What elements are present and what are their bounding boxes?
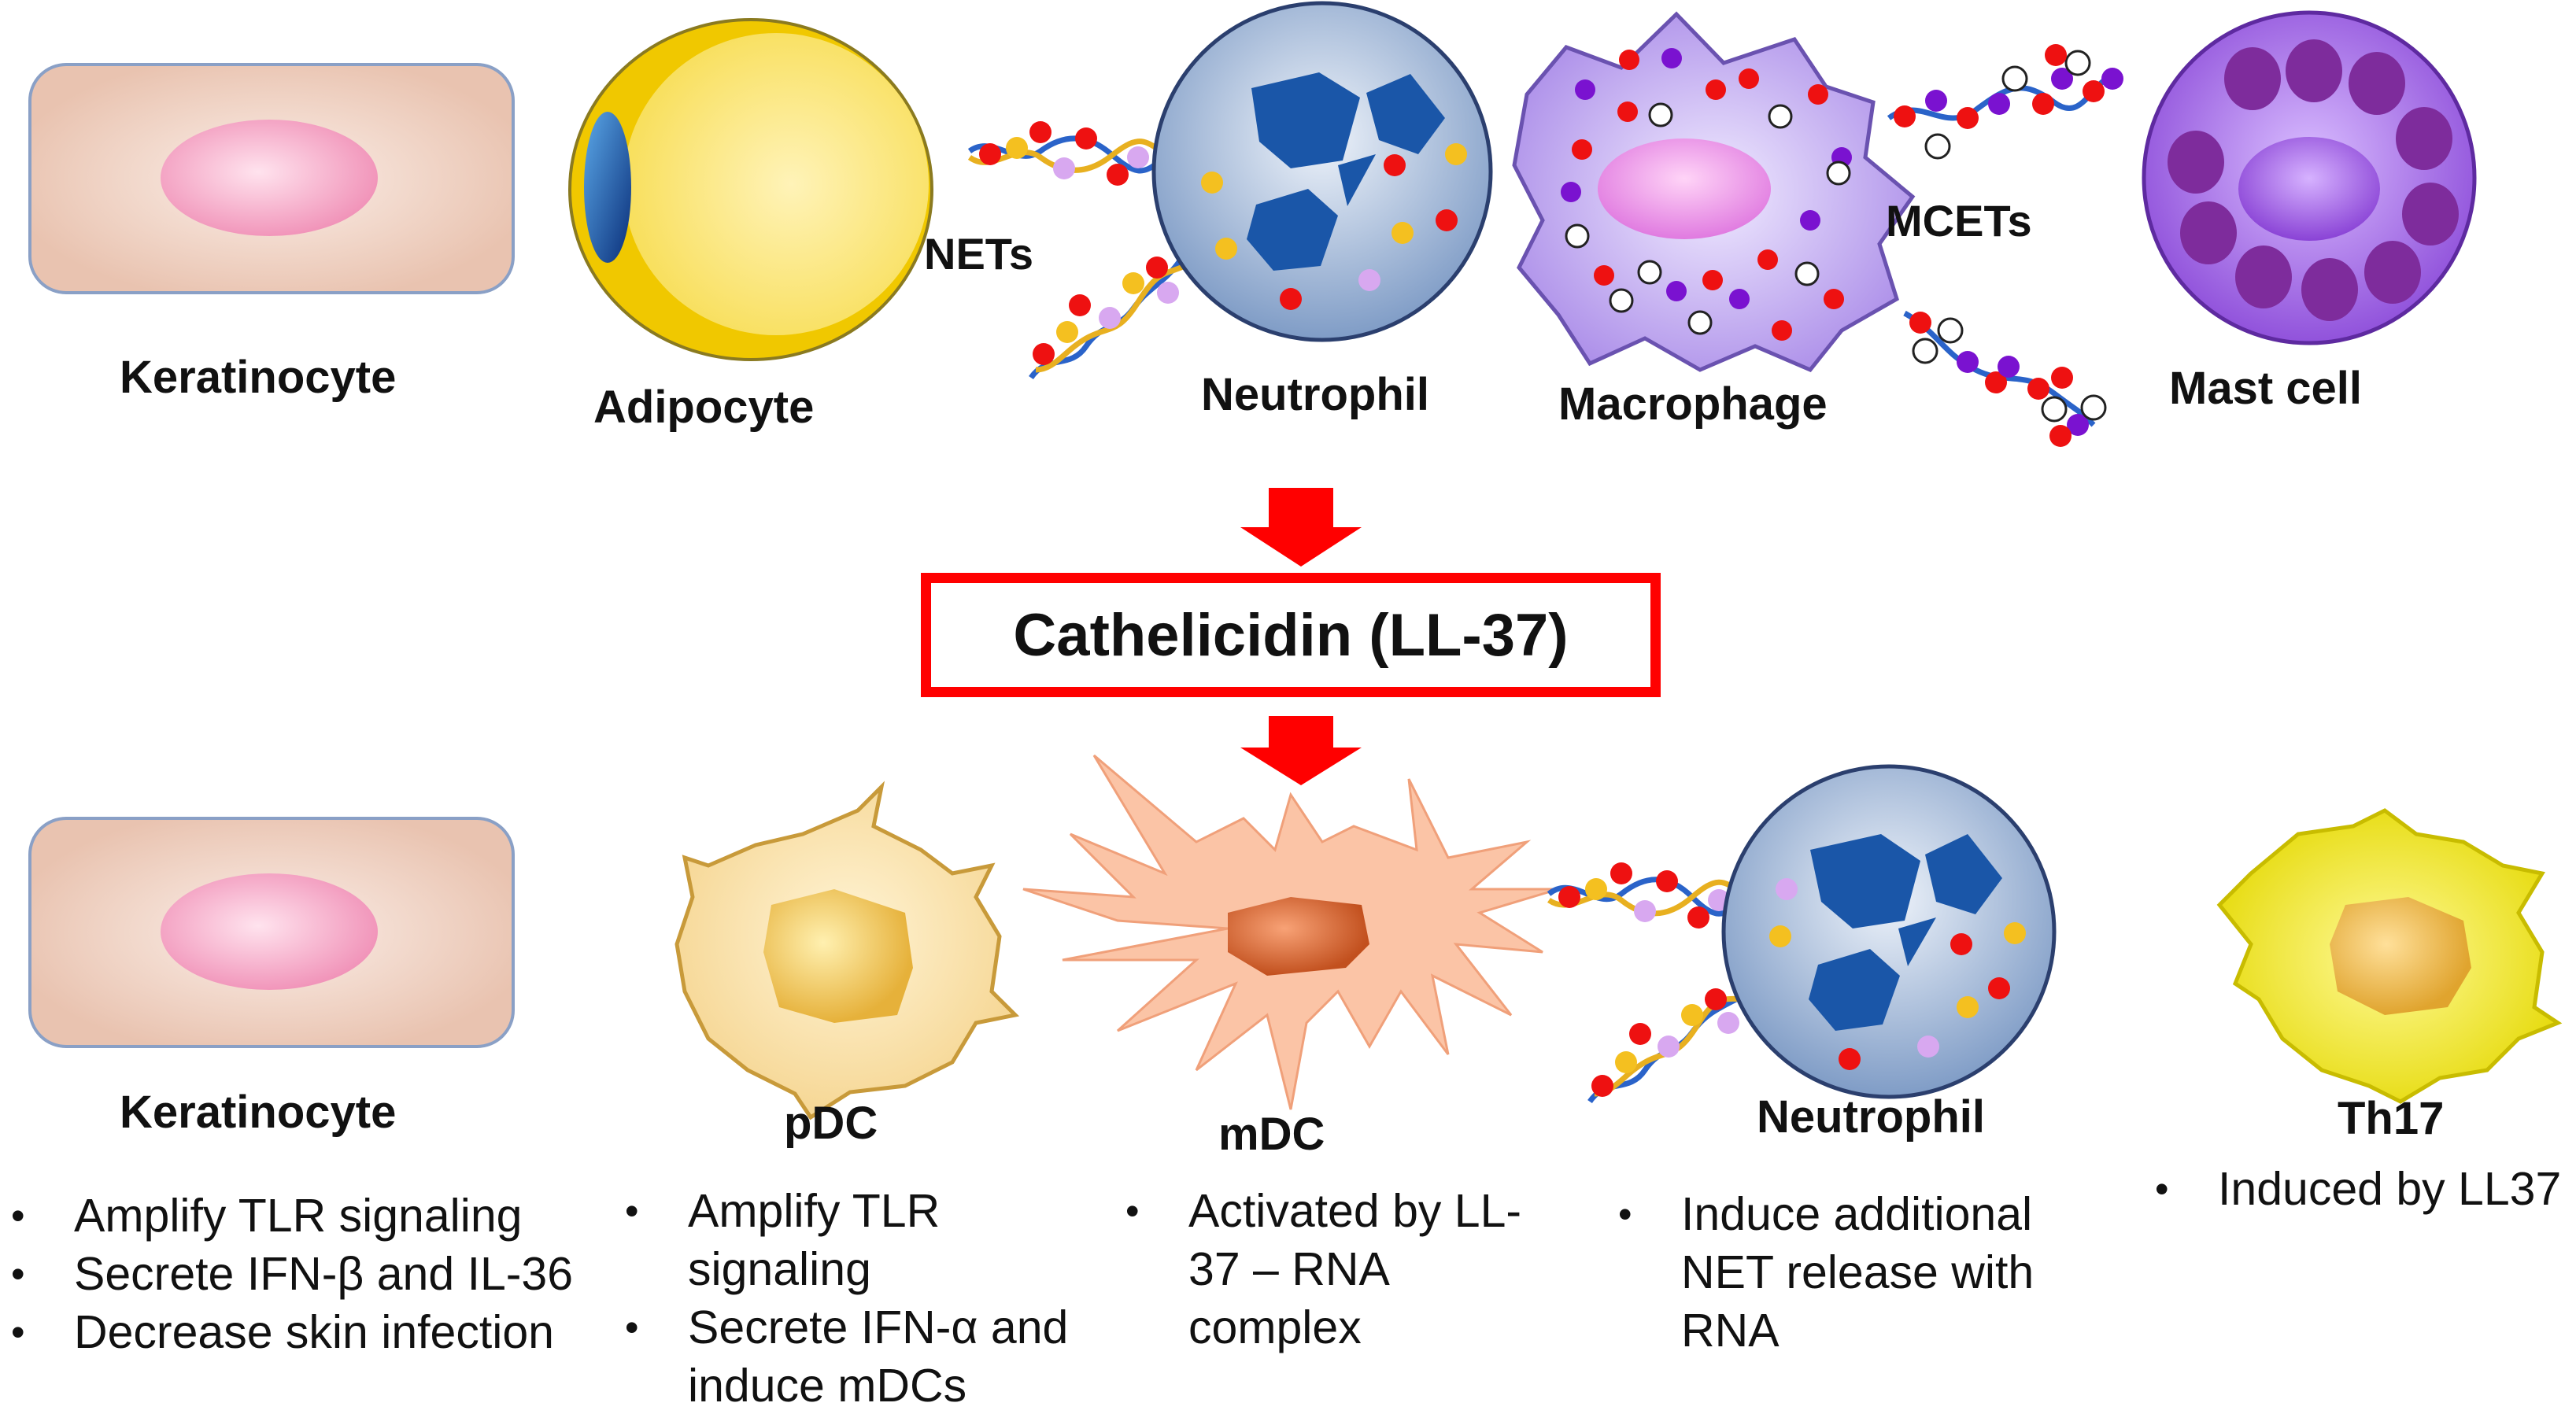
label-neutrophil-top: Neutrophil [1201, 369, 1429, 420]
label-macrophage: Macrophage [1558, 378, 1828, 430]
list-item: Secrete IFN-β and IL-36 [11, 1245, 609, 1303]
label-pdc: pDC [784, 1098, 878, 1149]
macrophage-cell [1512, 11, 2123, 447]
adipocyte-cell [568, 18, 933, 361]
label-keratinocyte-top: Keratinocyte [120, 352, 397, 403]
list-item: Activated by LL-37 – RNA complex [1125, 1182, 1535, 1357]
label-mdc: mDC [1218, 1109, 1325, 1160]
pdc-cell [674, 781, 1020, 1120]
th17-effects-list: Induced by LL37 [2155, 1160, 2572, 1218]
list-item: Decrease skin infection [11, 1303, 609, 1361]
label-th17: Th17 [2338, 1093, 2445, 1144]
mdc-cell [1022, 754, 1559, 1110]
label-mcets: MCETs [1886, 196, 2032, 245]
label-nets: NETs [924, 229, 1033, 279]
cathelicidin-box: Cathelicidin (LL-37) [921, 573, 1661, 697]
label-neutrophil-bottom: Neutrophil [1757, 1091, 1985, 1143]
neutrophil-bottom-cell [1547, 764, 2057, 1104]
neutrophil-top-cell [967, 1, 1493, 380]
keratinocyte-effects-list: Amplify TLR signaling Secrete IFN-β and … [11, 1187, 609, 1361]
list-item: Amplify TLR signaling [11, 1187, 609, 1245]
keratinocyte-top-cell [28, 63, 515, 294]
mast-cell [2142, 10, 2477, 345]
pdc-effects-list: Amplify TLR signaling Secrete IFN-α and … [625, 1182, 1097, 1415]
label-adipocyte: Adipocyte [593, 382, 815, 433]
list-item: Secrete IFN-α and induce mDCs [625, 1298, 1097, 1415]
arrow-down-from-cathelicidin [1240, 716, 1362, 785]
keratinocyte-bottom-cell [28, 817, 515, 1048]
cathelicidin-title: Cathelicidin (LL-37) [1013, 601, 1569, 669]
label-mast-cell: Mast cell [2169, 363, 2362, 414]
neutrophil-effects-list: Induce additional NET release with RNA [1618, 1185, 2075, 1360]
mdc-effects-list: Activated by LL-37 – RNA complex [1125, 1182, 1535, 1357]
list-item: Induced by LL37 [2155, 1160, 2572, 1218]
label-keratinocyte-bottom: Keratinocyte [120, 1087, 397, 1138]
list-item: Induce additional NET release with RNA [1618, 1185, 2075, 1360]
arrow-down-to-cathelicidin [1240, 488, 1362, 567]
list-item: Amplify TLR signaling [625, 1182, 1097, 1298]
th17-cell [2216, 808, 2563, 1104]
